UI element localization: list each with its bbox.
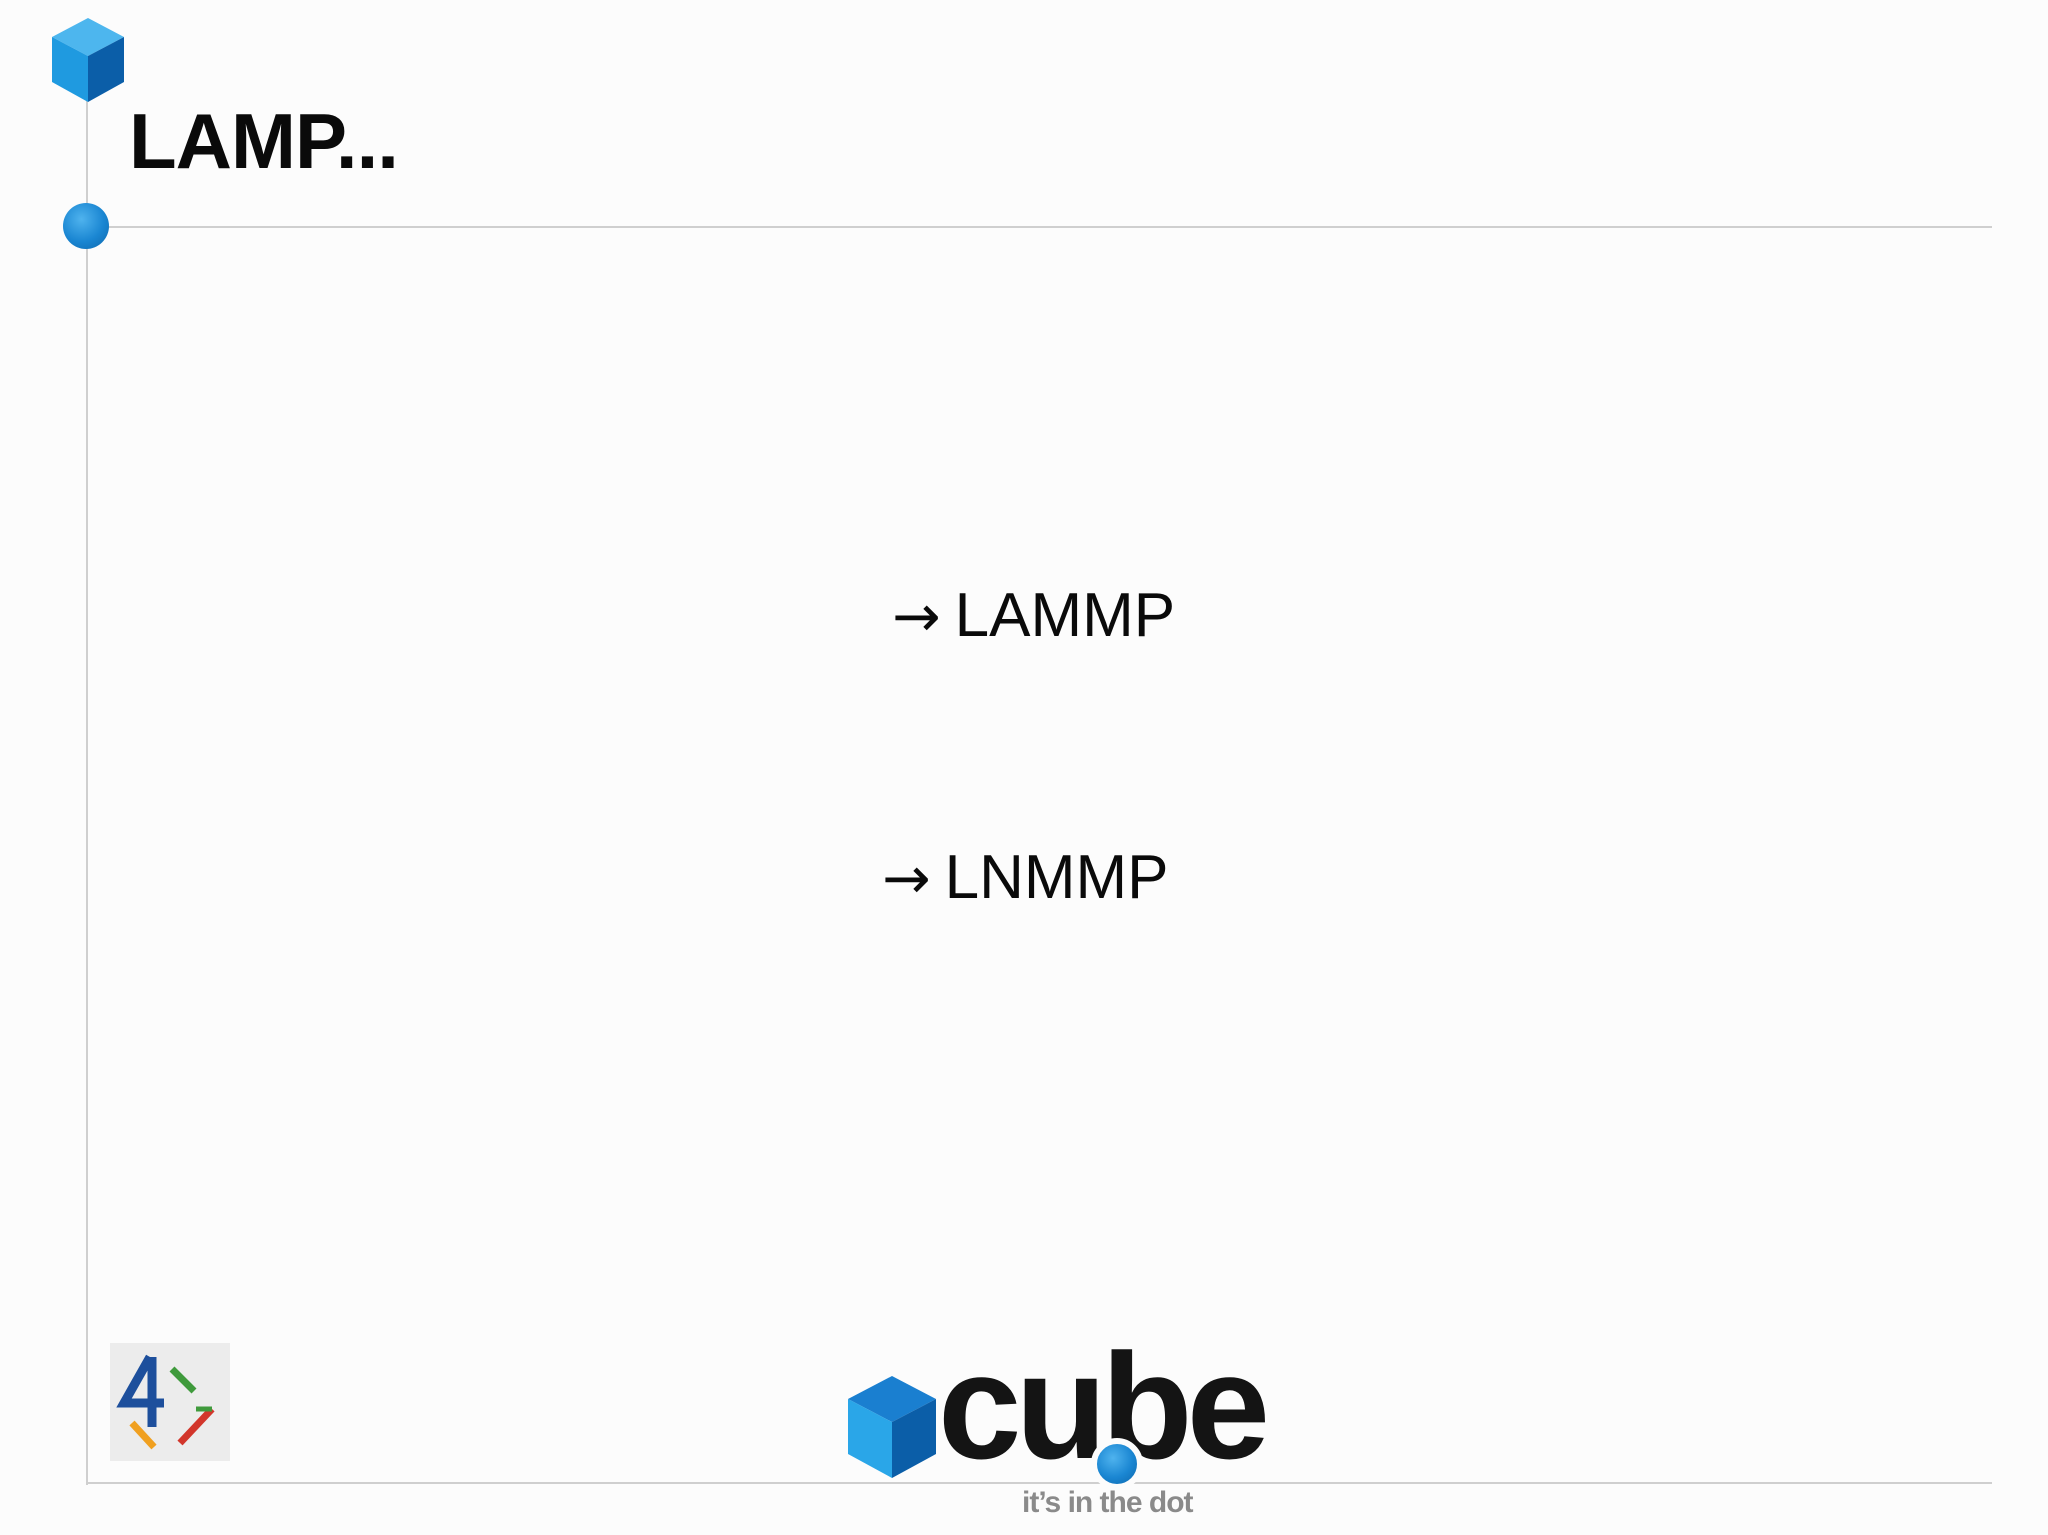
- bullet-text: LAMMP: [954, 581, 1176, 650]
- cube-logo: cube it’s in the dot: [846, 1326, 1306, 1520]
- footer-rule: [88, 1482, 1992, 1484]
- arrow-icon: →: [892, 582, 941, 650]
- arrow-icon: →: [882, 844, 931, 912]
- bullet-item: →LAMMP: [892, 580, 1175, 652]
- title-rule: [108, 226, 1992, 228]
- bullet-text: LNMMP: [944, 843, 1169, 912]
- logo-dot-icon: [1091, 1438, 1143, 1490]
- vertical-rule: [86, 95, 88, 1485]
- blue-dot-icon: [63, 203, 109, 249]
- logo-tagline: it’s in the dot: [1022, 1486, 1194, 1519]
- bullet-item: →LNMMP: [882, 842, 1169, 914]
- four-logo: [110, 1343, 230, 1461]
- slide-title: LAMP...: [129, 97, 399, 185]
- cube-icon: [52, 18, 124, 102]
- brand-cube-icon: [848, 1376, 936, 1478]
